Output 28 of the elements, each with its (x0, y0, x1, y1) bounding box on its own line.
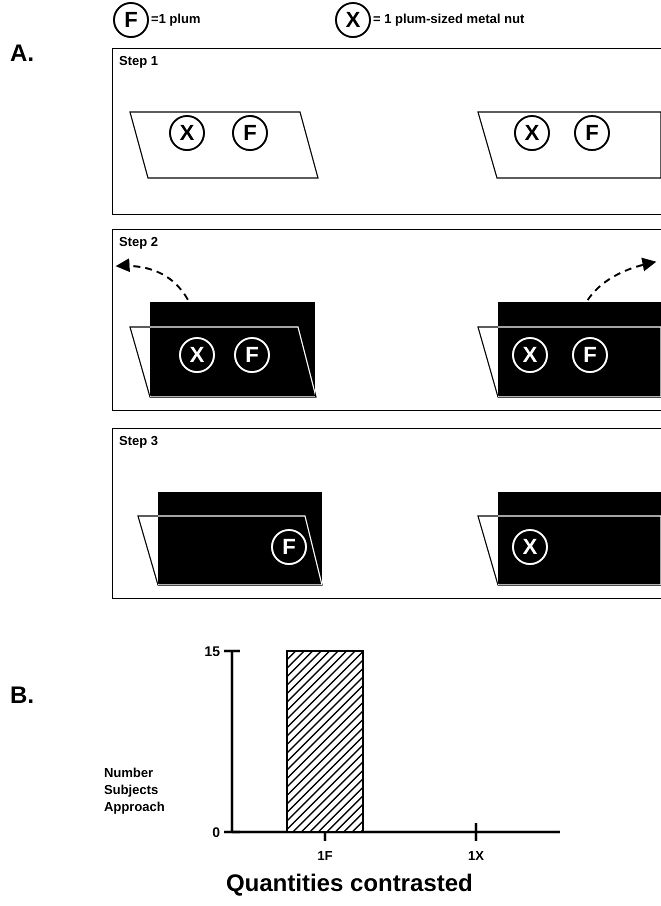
letter-circle: X (179, 337, 215, 373)
tick-label: 1F (317, 848, 333, 863)
panel-letter: B. (10, 682, 34, 710)
letter-circle: F (113, 2, 149, 38)
letter-circle: X (512, 337, 548, 373)
step-panel (112, 48, 661, 215)
panel-letter: A. (10, 40, 34, 68)
letter-circle: X (335, 2, 371, 38)
letter-circle: F (574, 115, 610, 151)
letter-circle: X (514, 115, 550, 151)
panel-title: Step 2 (119, 234, 158, 249)
legend-text: = 1 plum-sized metal nut (373, 11, 524, 26)
step-panel (112, 428, 661, 599)
tick-label: 1X (468, 848, 484, 863)
axis-title: Number Subjects Approach (104, 764, 166, 815)
legend-text: =1 plum (151, 11, 200, 26)
letter-circle: X (169, 115, 205, 151)
panel-title: Step 3 (119, 433, 158, 448)
letter-circle: F (234, 337, 270, 373)
tick-label: 15 (204, 643, 220, 659)
panel-title: Step 1 (119, 53, 158, 68)
axis-title: Quantities contrasted (226, 870, 473, 898)
letter-circle: X (512, 529, 548, 565)
letter-circle: F (232, 115, 268, 151)
letter-circle: F (572, 337, 608, 373)
letter-circle: F (271, 529, 307, 565)
step-panel (112, 229, 661, 411)
tick-label: 0 (212, 824, 220, 840)
